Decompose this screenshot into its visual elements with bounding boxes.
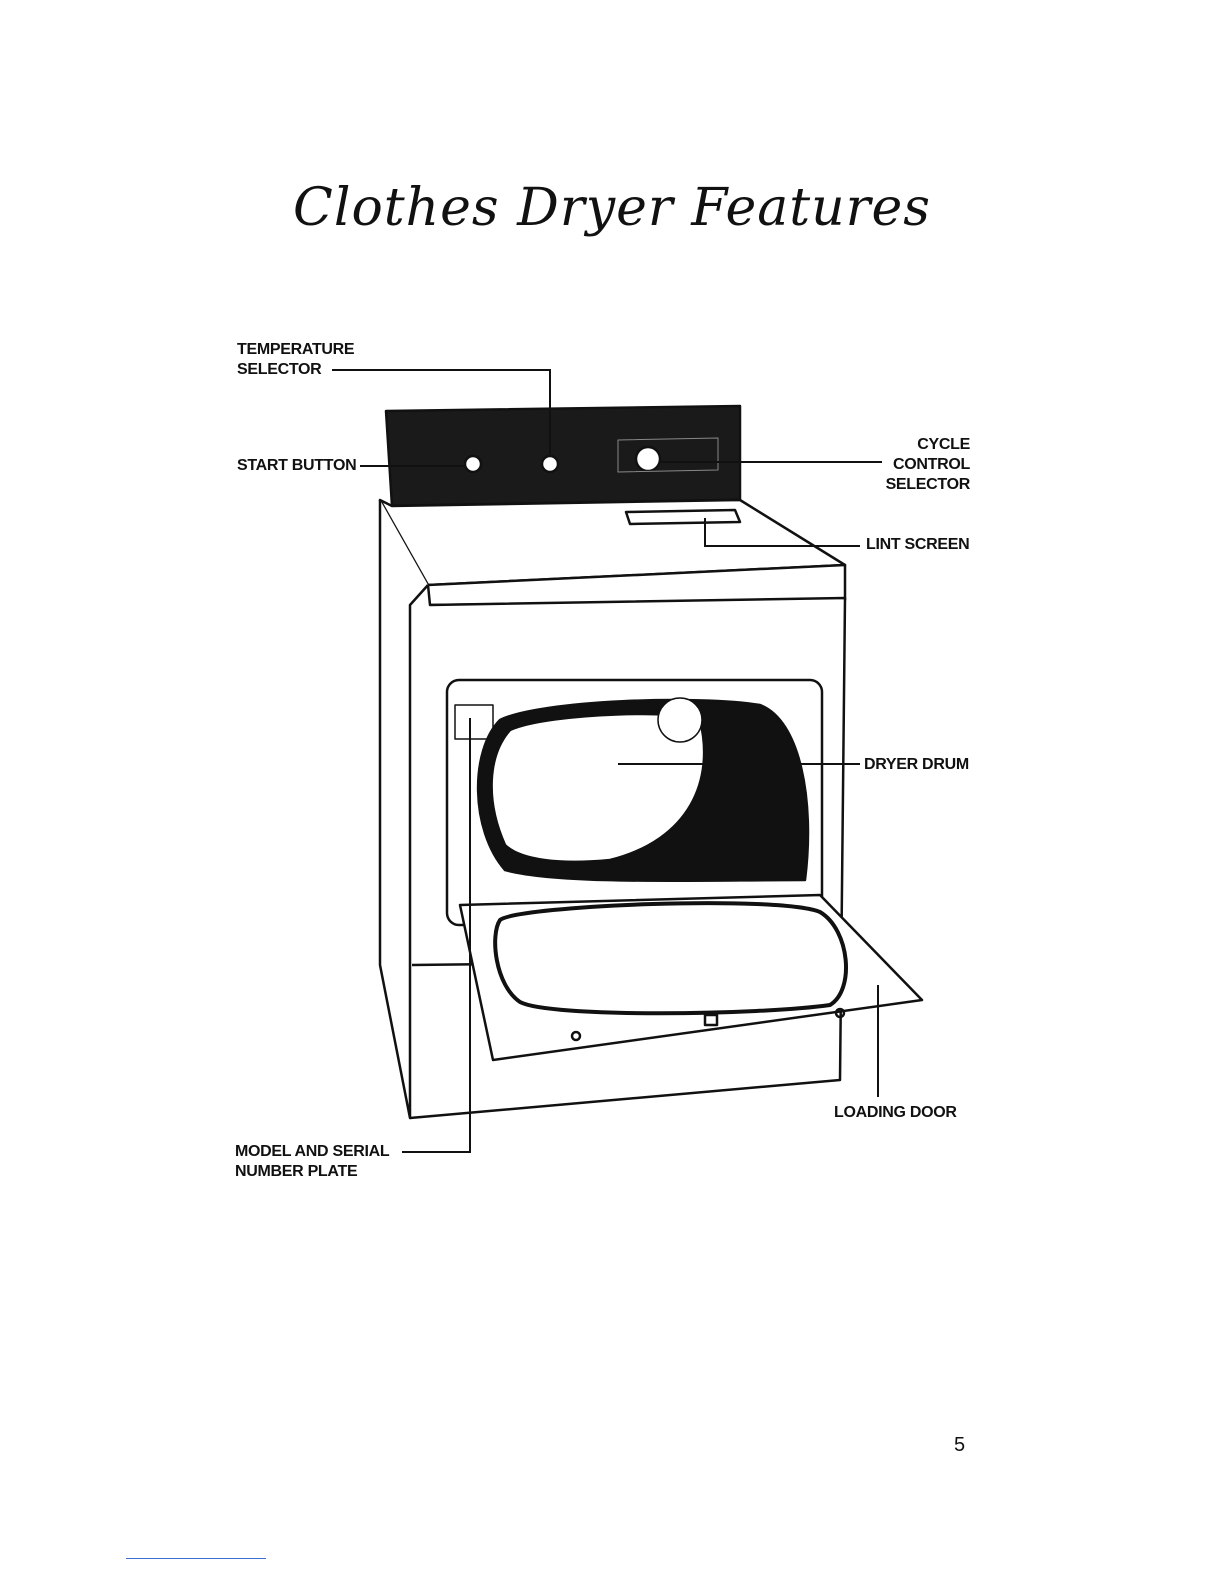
callout-start-button: START BUTTON bbox=[237, 456, 356, 476]
callout-dryer-drum: DRYER DRUM bbox=[864, 755, 969, 775]
callout-cycle-control-selector: CYCLE CONTROL SELECTOR bbox=[870, 435, 970, 495]
cycle-control-knob bbox=[636, 447, 660, 471]
callout-loading-door: LOADING DOOR bbox=[834, 1103, 957, 1123]
temperature-knob bbox=[542, 456, 558, 472]
footer-rule bbox=[126, 1558, 266, 1559]
page-number: 5 bbox=[954, 1434, 965, 1457]
model-serial-plate bbox=[455, 705, 493, 739]
lint-screen-panel bbox=[626, 510, 740, 524]
callout-lint-screen: LINT SCREEN bbox=[866, 535, 969, 555]
callout-model-serial-plate: MODEL AND SERIAL NUMBER PLATE bbox=[235, 1142, 389, 1182]
control-console bbox=[386, 406, 740, 506]
start-button-knob bbox=[465, 456, 481, 472]
callout-temperature-selector: TEMPERATURE SELECTOR bbox=[237, 340, 354, 380]
